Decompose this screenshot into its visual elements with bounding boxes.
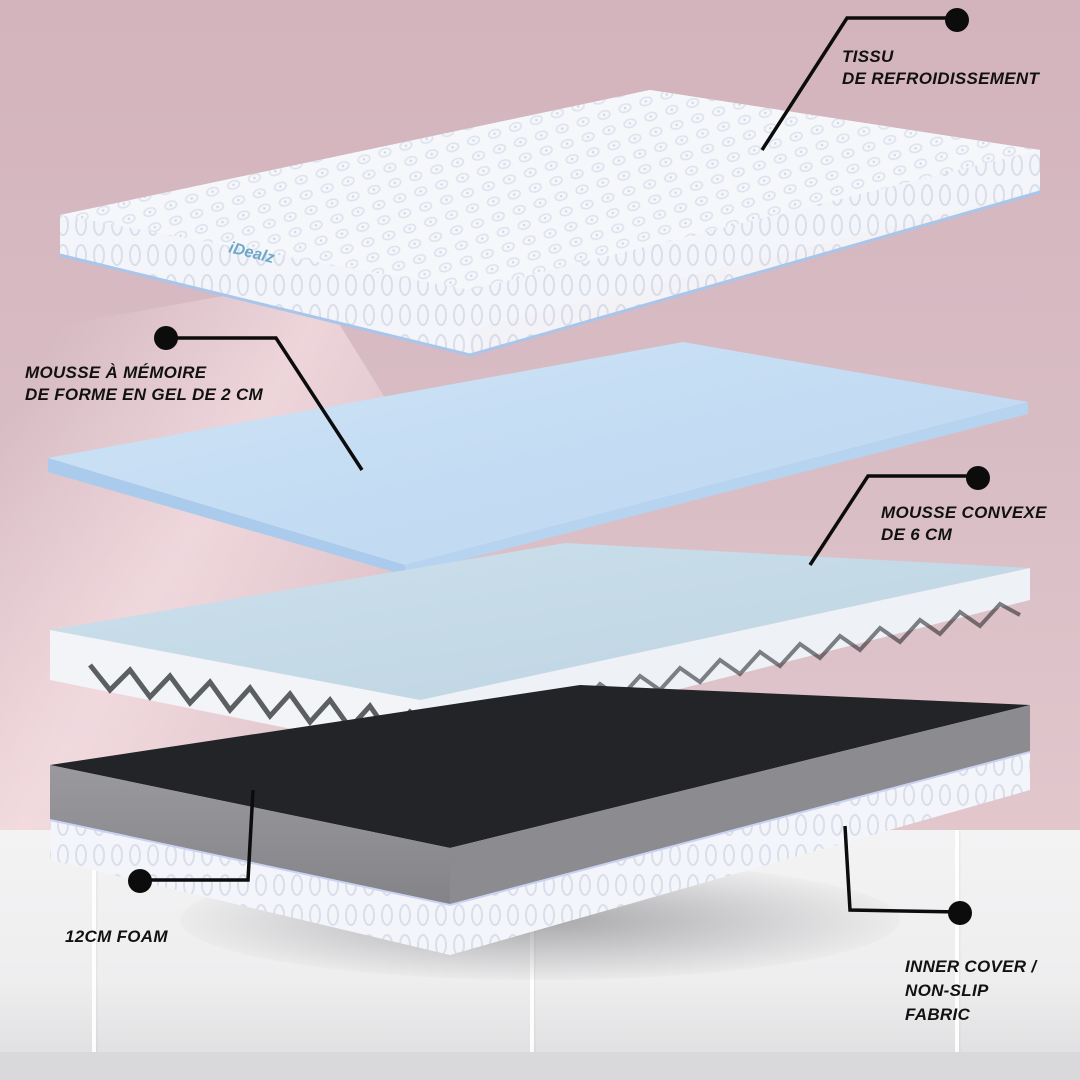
- inner-cover-layer: [49, 751, 1031, 955]
- label-line: NON-SLIP: [905, 981, 989, 1000]
- label-gel-memory-foam: MOUSSE À MÉMOIRE DE FORME EN GEL DE 2 CM: [25, 362, 263, 406]
- label-line: DE REFROIDISSEMENT: [842, 69, 1040, 88]
- label-convex-foam: MOUSSE CONVEXE DE 6 CM: [881, 502, 1047, 546]
- label-line: TISSU: [842, 47, 894, 66]
- label-line: MOUSSE CONVEXE: [881, 503, 1047, 522]
- callout-dot-base-foam: [128, 869, 152, 893]
- cooling-fabric-layer: iDealz: [59, 90, 1041, 357]
- label-base-foam: 12CM FOAM: [65, 926, 168, 948]
- label-line: DE FORME EN GEL DE 2 CM: [25, 385, 264, 404]
- floor-plank-line: [530, 830, 534, 1080]
- callout-dot-gel-foam: [154, 326, 178, 350]
- gel-memory-foam-layer: [48, 342, 1028, 575]
- label-line: DE 6 CM: [881, 525, 953, 544]
- callout-dot-convex-foam: [966, 466, 990, 490]
- label-line: FABRIC: [905, 1005, 971, 1024]
- label-line: MOUSSE À MÉMOIRE: [25, 363, 207, 382]
- label-line: 12CM FOAM: [65, 927, 168, 946]
- floor-plank-line: [92, 830, 96, 1080]
- callout-dot-inner-cover: [948, 901, 972, 925]
- label-line: INNER COVER /: [905, 957, 1037, 976]
- callout-dot-cooling-fabric: [945, 8, 969, 32]
- label-cooling-fabric: TISSU DE REFROIDISSEMENT: [842, 46, 1039, 90]
- floor-baseboard: [0, 1052, 1080, 1080]
- label-inner-cover: INNER COVER / NON-SLIP FABRIC: [905, 955, 1036, 1027]
- floor-plank-line: [955, 830, 959, 1080]
- callout-lines: [140, 16, 978, 914]
